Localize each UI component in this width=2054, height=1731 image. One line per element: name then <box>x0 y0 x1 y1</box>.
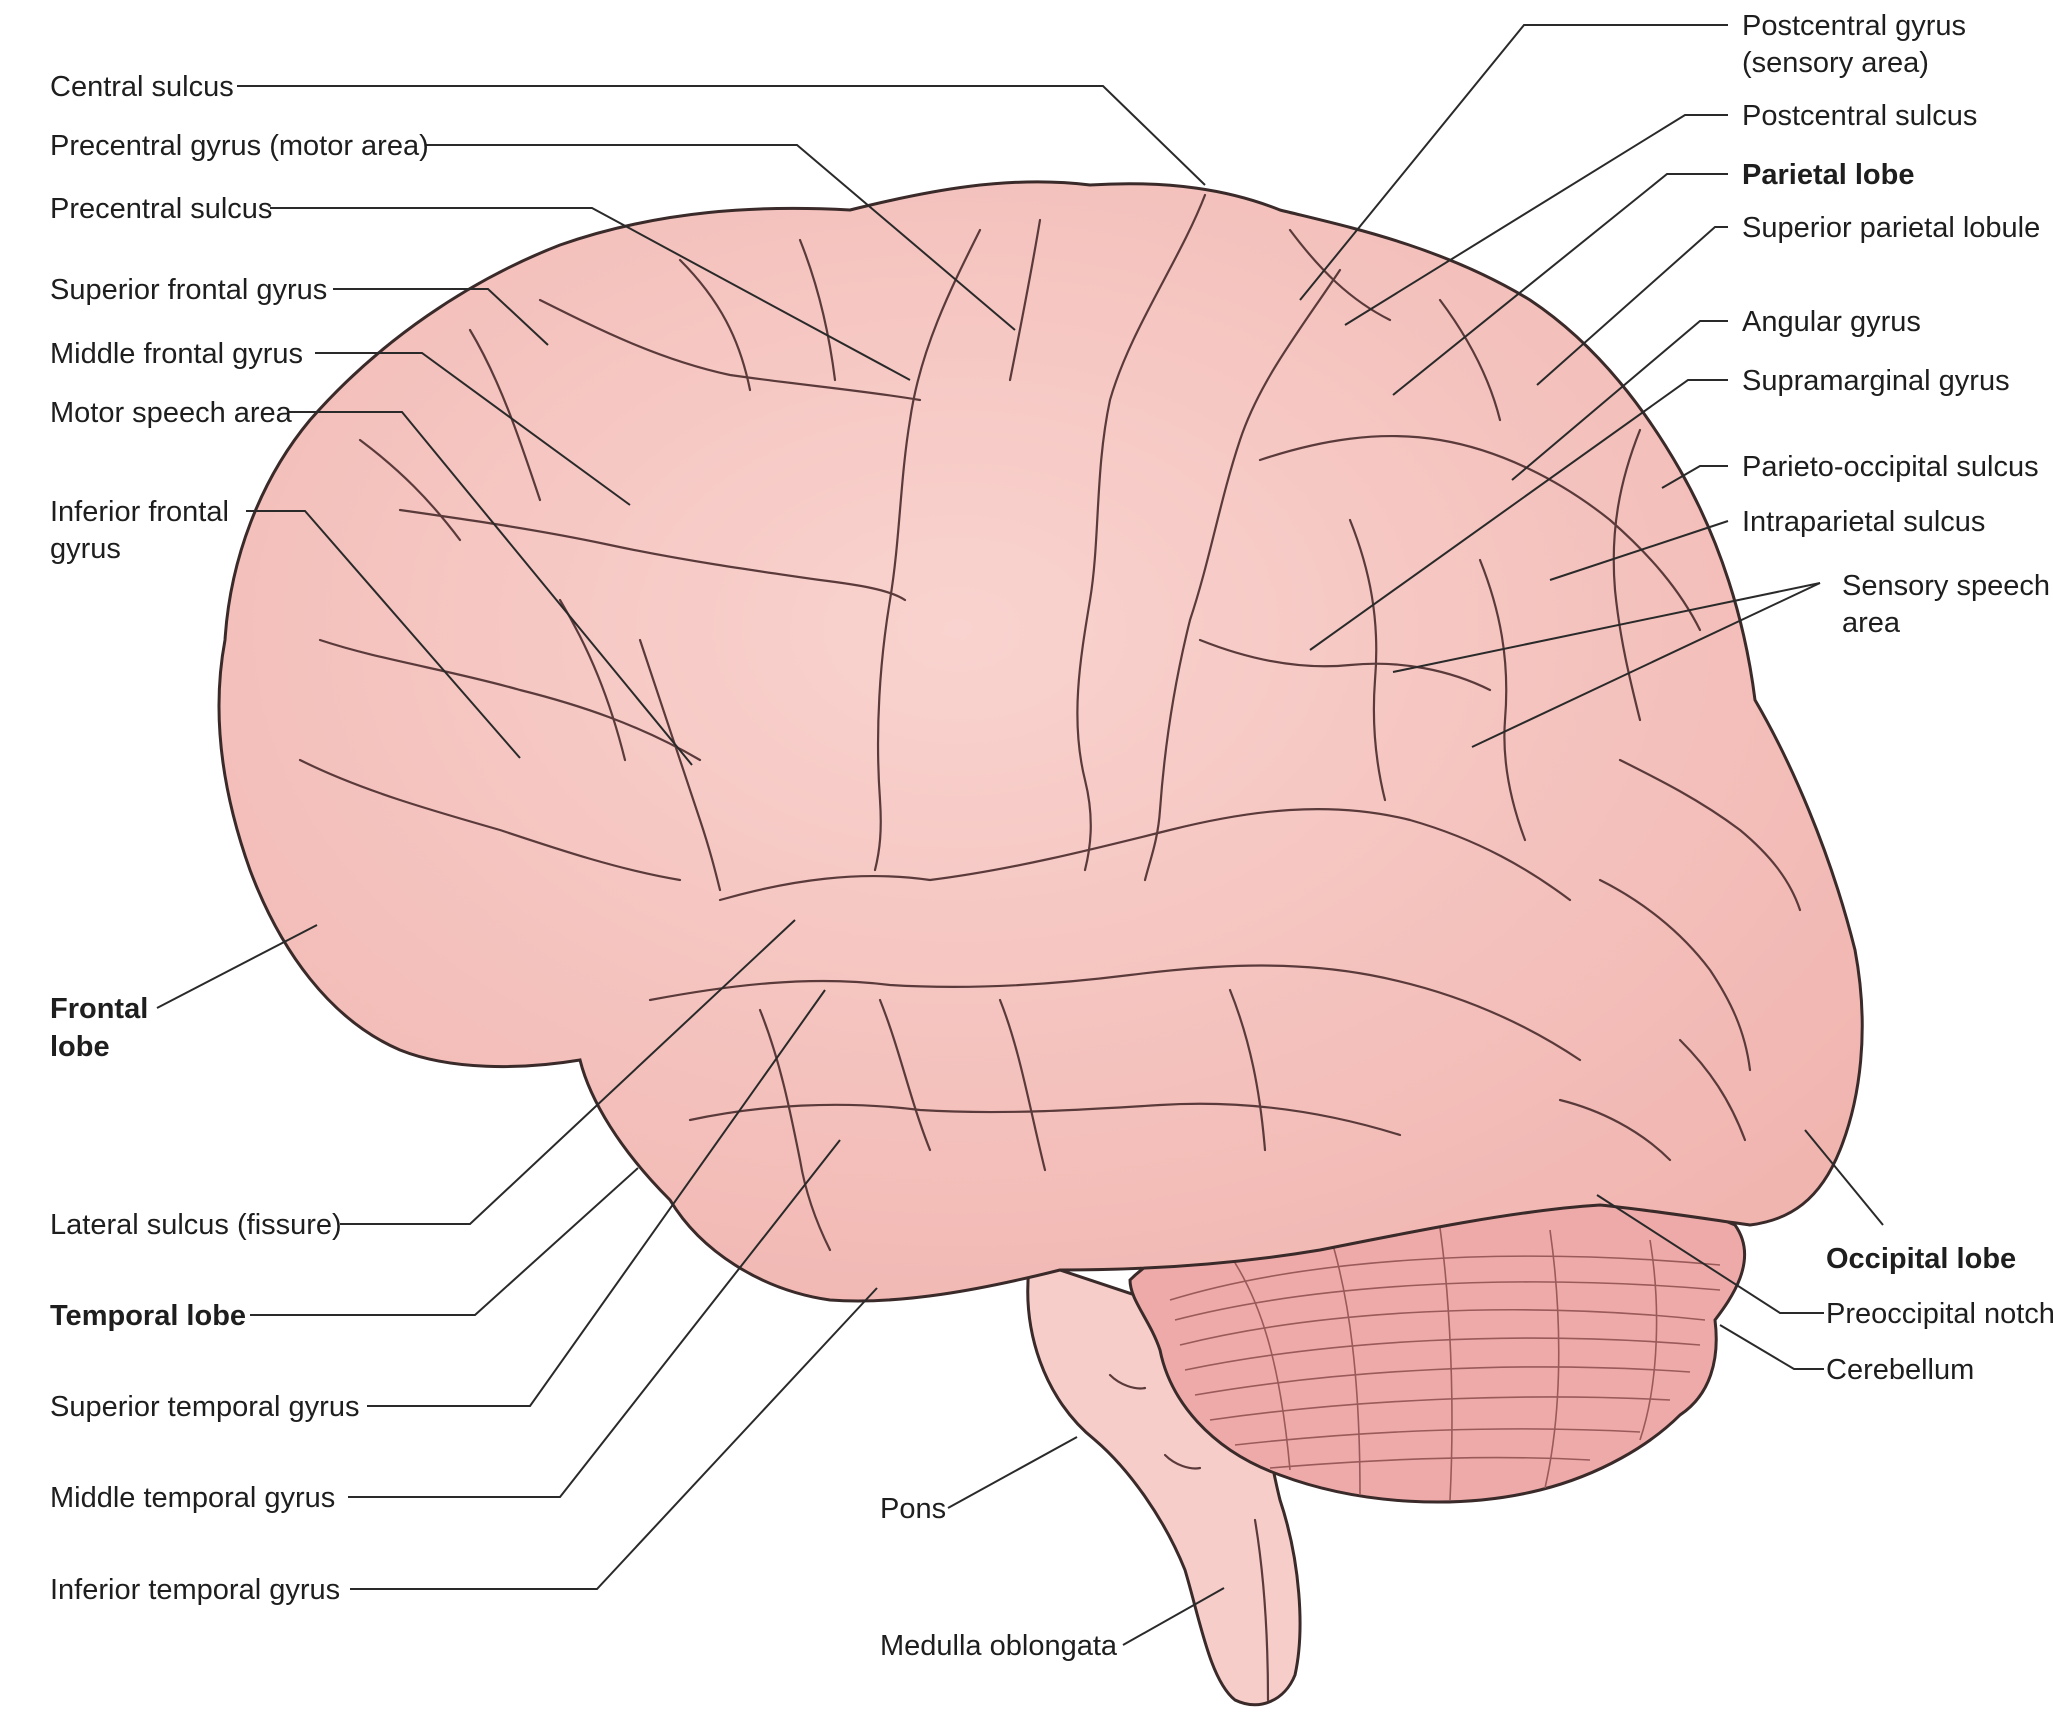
label-occipital-lobe: Occipital lobe <box>1826 1243 2016 1275</box>
label-preoccipital-notch: Preoccipital notch <box>1826 1298 2054 1330</box>
label-frontal-lobe-line1: Frontal <box>50 993 148 1025</box>
label-temporal-lobe: Temporal lobe <box>50 1300 246 1332</box>
label-middle-frontal-gyrus: Middle frontal gyrus <box>50 338 303 370</box>
label-precentral-sulcus: Precentral sulcus <box>50 193 272 225</box>
label-sensory-speech-area-line2: area <box>1842 607 1901 639</box>
label-superior-parietal-lobule: Superior parietal lobule <box>1742 212 2040 244</box>
cerebrum-shape <box>217 180 1864 1303</box>
leader-lines <box>156 24 1884 1646</box>
label-inferior-temporal-gyrus: Inferior temporal gyrus <box>50 1574 340 1606</box>
label-parieto-occipital-sulcus: Parieto-occipital sulcus <box>1742 451 2039 483</box>
label-intraparietal-sulcus: Intraparietal sulcus <box>1742 506 1985 538</box>
label-cerebellum: Cerebellum <box>1826 1354 1974 1386</box>
label-sensory-speech-area-line1: Sensory speech <box>1842 570 2050 602</box>
label-angular-gyrus: Angular gyrus <box>1742 306 1921 338</box>
label-motor-speech-area: Motor speech area <box>50 397 293 429</box>
cerebellum-folia <box>1169 1227 1721 1501</box>
label-superior-frontal-gyrus: Superior frontal gyrus <box>50 274 327 306</box>
label-middle-temporal-gyrus: Middle temporal gyrus <box>50 1482 335 1514</box>
label-parietal-lobe: Parietal lobe <box>1742 159 1914 191</box>
label-medulla-oblongata: Medulla oblongata <box>880 1630 1118 1662</box>
label-lateral-sulcus: Lateral sulcus (fissure) <box>50 1209 342 1241</box>
label-postcentral-gyrus-line2: (sensory area) <box>1742 47 1929 79</box>
cortex-folds <box>298 193 1802 1252</box>
label-postcentral-gyrus-line1: Postcentral gyrus <box>1742 10 1966 42</box>
label-central-sulcus: Central sulcus <box>50 71 234 103</box>
label-precentral-gyrus: Precentral gyrus (motor area) <box>50 130 429 162</box>
label-inferior-frontal-gyrus-line1: Inferior frontal <box>50 496 229 528</box>
label-superior-temporal-gyrus: Superior temporal gyrus <box>50 1391 359 1423</box>
label-inferior-frontal-gyrus-line2: gyrus <box>50 533 121 565</box>
label-pons: Pons <box>880 1493 946 1525</box>
label-postcentral-sulcus: Postcentral sulcus <box>1742 100 1977 132</box>
label-frontal-lobe-line2: lobe <box>50 1031 110 1063</box>
label-supramarginal-gyrus: Supramarginal gyrus <box>1742 365 2010 397</box>
